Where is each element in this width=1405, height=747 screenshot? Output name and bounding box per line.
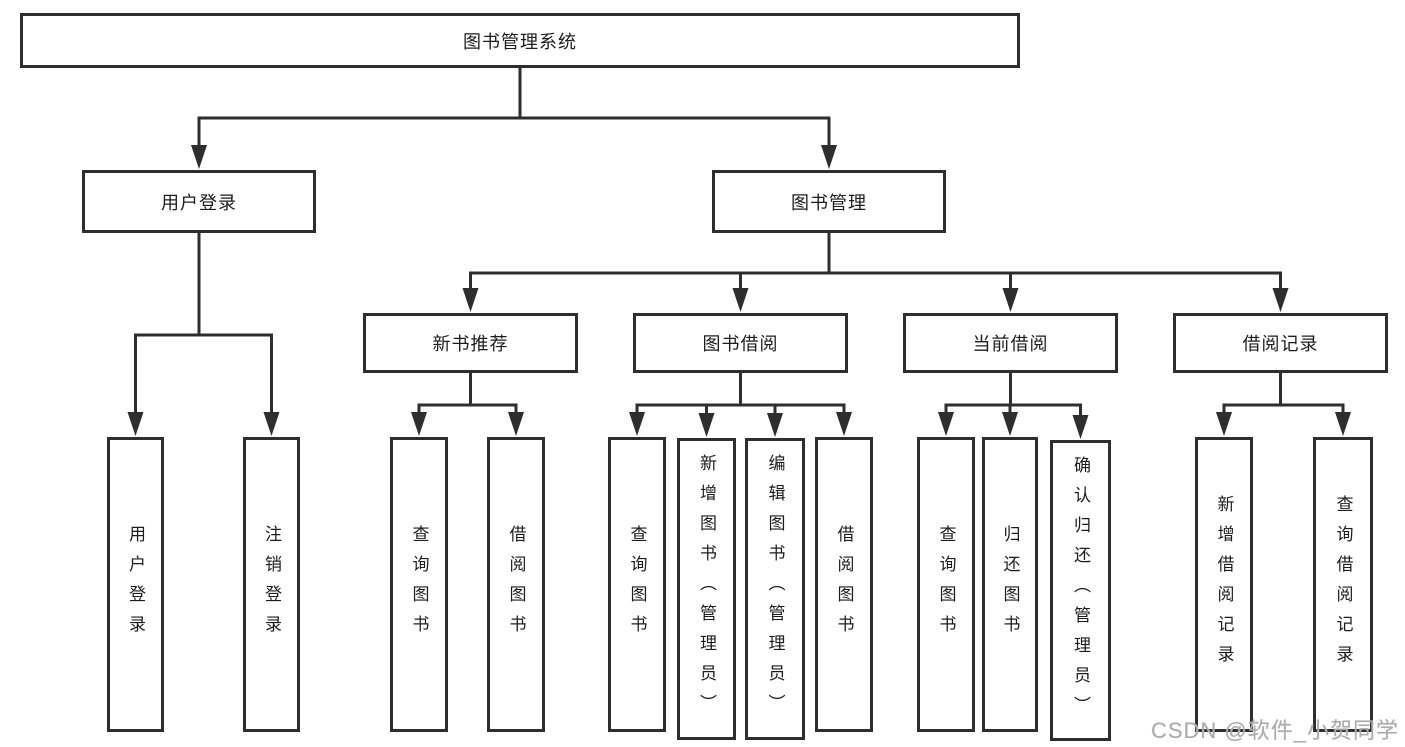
arrowhead-icon (462, 288, 479, 312)
arrowhead-icon (191, 145, 207, 169)
node-v-borrow-book-2: 借阅图书 (815, 437, 873, 732)
node-new-book-rec: 新书推荐 (363, 313, 578, 373)
node-label: 编辑图书（管理员） (765, 454, 785, 724)
node-label: 图书借阅 (702, 334, 779, 354)
node-user-login: 用户登录 (82, 170, 316, 233)
node-v-user-login: 用户登录 (107, 437, 164, 732)
node-label: 当前借阅 (972, 334, 1049, 354)
arrowhead-icon (767, 413, 783, 437)
node-root: 图书管理系统 (20, 13, 1020, 68)
arrowhead-icon (127, 412, 144, 436)
arrowhead-icon (698, 413, 715, 437)
node-v-query-book-1: 查询图书 (390, 437, 448, 732)
node-label: 查询图书 (936, 524, 956, 645)
node-label: 用户登录 (161, 192, 237, 213)
arrowhead-icon (1072, 415, 1089, 439)
node-v-add-borrow-record: 新增借阅记录 (1195, 437, 1253, 732)
watermark: CSDN @软件_小贺同学 (1150, 718, 1399, 743)
arrowhead-icon (1002, 288, 1019, 312)
node-v-edit-book: 编辑图书（管理员） (745, 438, 805, 740)
node-v-logout: 注销登录 (243, 437, 300, 732)
arrowhead-icon (411, 412, 427, 436)
arrowhead-icon (821, 145, 837, 169)
node-label: 查询借阅记录 (1333, 494, 1353, 675)
node-v-query-borrow-record: 查询借阅记录 (1313, 437, 1373, 732)
arrowhead-icon (1272, 288, 1289, 312)
arrowhead-icon (732, 288, 749, 312)
node-label: 新增借阅记录 (1214, 494, 1234, 675)
arrowhead-icon (1216, 412, 1232, 436)
node-label: 图书管理系统 (463, 31, 577, 52)
node-label: 查询图书 (627, 524, 647, 645)
node-label: 确认归还（管理员） (1071, 455, 1090, 726)
node-v-query-book-3: 查询图书 (917, 437, 975, 732)
node-label: 图书管理 (791, 192, 867, 213)
arrowhead-icon (263, 412, 280, 436)
node-v-add-book: 新增图书（管理员） (677, 438, 736, 740)
node-label: 借阅图书 (834, 524, 854, 645)
node-v-confirm-return: 确认归还（管理员） (1050, 440, 1111, 741)
node-label: 新书推荐 (432, 334, 509, 354)
node-borrow-records: 借阅记录 (1173, 313, 1388, 373)
arrowhead-icon (938, 412, 954, 436)
arrowhead-icon (508, 412, 524, 436)
node-label: 用户登录 (126, 524, 145, 645)
node-label: 注销登录 (262, 524, 281, 645)
node-v-borrow-book-1: 借阅图书 (487, 437, 545, 732)
node-label: 借阅图书 (506, 524, 526, 645)
arrowhead-icon (1002, 412, 1018, 436)
arrowhead-icon (629, 412, 645, 436)
node-label: 查询图书 (409, 524, 429, 645)
node-label: 新增图书（管理员） (697, 454, 716, 724)
arrowhead-icon (1335, 412, 1351, 436)
node-v-query-book-2: 查询图书 (608, 437, 666, 732)
arrowhead-icon (836, 412, 852, 436)
node-book-mgmt: 图书管理 (712, 170, 946, 233)
node-label: 归还图书 (1000, 524, 1020, 645)
node-book-borrow: 图书借阅 (633, 313, 848, 373)
node-current-borrow: 当前借阅 (903, 313, 1118, 373)
node-label: 借阅记录 (1242, 334, 1319, 354)
node-v-return-book: 归还图书 (982, 437, 1038, 732)
